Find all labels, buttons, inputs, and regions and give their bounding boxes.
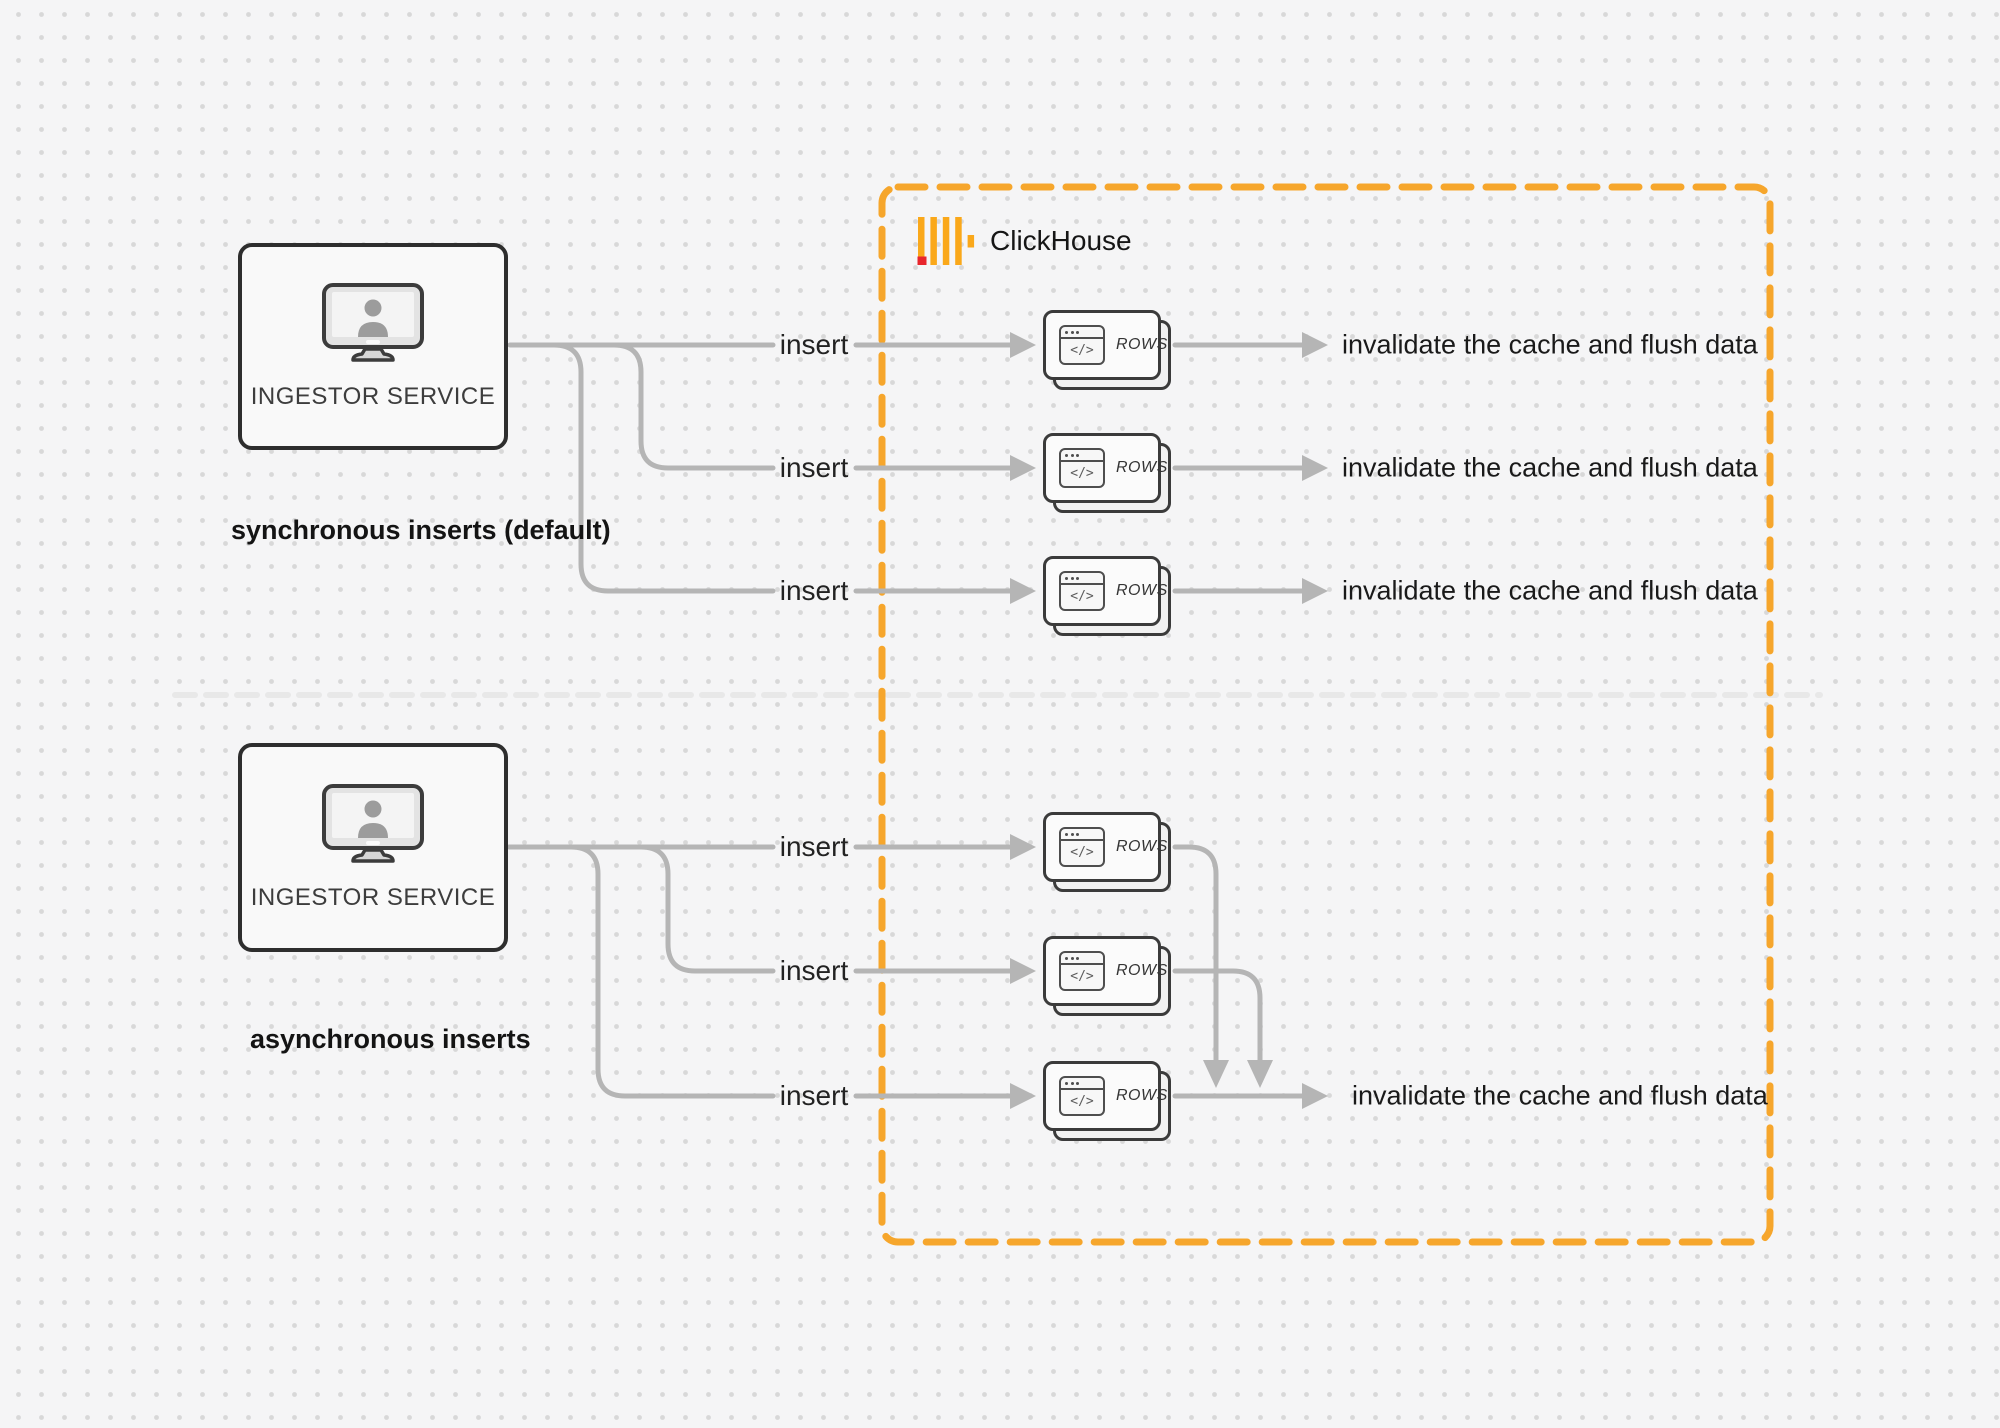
rows-card: </> ROWS xyxy=(1043,310,1167,380)
sync-section-caption: synchronous inserts (default) xyxy=(231,515,611,545)
code-glyph: </> xyxy=(1070,466,1094,481)
result-label: invalidate the cache and flush data xyxy=(1342,575,1758,606)
rows-card-label: ROWS xyxy=(1116,336,1168,353)
arrowhead-down xyxy=(1203,1060,1229,1088)
window-dots xyxy=(1061,327,1103,339)
clickhouse-container-border xyxy=(878,183,1774,1246)
rows-card: </> ROWS xyxy=(1043,433,1167,503)
rows-card: </> ROWS xyxy=(1043,1061,1167,1131)
rows-card-stack: </> ROWS xyxy=(1043,310,1173,392)
window-dots xyxy=(1061,573,1103,585)
ingestor-service-label: INGESTOR SERVICE xyxy=(250,383,496,410)
rows-card-stack: </> ROWS xyxy=(1043,812,1173,894)
arrowhead-right xyxy=(1010,958,1036,984)
rows-card-label: ROWS xyxy=(1116,962,1168,979)
monitor-user-icon xyxy=(322,784,424,863)
code-window-icon: </> xyxy=(1059,571,1105,611)
arrowhead-right xyxy=(1010,1083,1036,1109)
async-card2-merge-line xyxy=(1172,968,1263,1063)
async-card1-merge-line xyxy=(1172,844,1219,1063)
code-window-icon: </> xyxy=(1059,325,1105,365)
insert-label: insert xyxy=(779,1080,849,1111)
clickhouse-logo-icon xyxy=(917,217,975,265)
clickhouse-brand-label: ClickHouse xyxy=(990,225,1132,256)
sync-branch-row3 xyxy=(551,342,776,594)
result-label: invalidate the cache and flush data xyxy=(1342,329,1758,360)
insert-label: insert xyxy=(779,329,849,360)
code-glyph: </> xyxy=(1070,589,1094,604)
arrowhead-right xyxy=(1010,332,1036,358)
rows-card-stack: </> ROWS xyxy=(1043,1061,1173,1143)
rows-card: </> ROWS xyxy=(1043,936,1167,1006)
arrowhead-right xyxy=(1010,455,1036,481)
arrowhead-right xyxy=(1302,1083,1328,1109)
code-glyph: </> xyxy=(1070,969,1094,984)
sync-branch-row2 xyxy=(611,342,776,471)
code-window-icon: </> xyxy=(1059,951,1105,991)
monitor-user-icon xyxy=(322,283,424,362)
code-window-icon: </> xyxy=(1059,827,1105,867)
insert-label: insert xyxy=(779,575,849,606)
insert-label: insert xyxy=(779,955,849,986)
insert-label: insert xyxy=(779,831,849,862)
arrowhead-right xyxy=(1302,455,1328,481)
rows-card-label: ROWS xyxy=(1116,838,1168,855)
ingestor-service-box-async: INGESTOR SERVICE xyxy=(238,743,508,952)
connector-lines xyxy=(506,342,1305,1099)
ingestor-service-label: INGESTOR SERVICE xyxy=(250,884,496,911)
window-dots xyxy=(1061,450,1103,462)
rows-card: </> ROWS xyxy=(1043,556,1167,626)
insert-label: insert xyxy=(779,452,849,483)
result-label: invalidate the cache and flush data xyxy=(1352,1080,1768,1111)
async-branch-row2 xyxy=(638,844,776,974)
arrowhead-right xyxy=(1302,578,1328,604)
code-window-icon: </> xyxy=(1059,448,1105,488)
rows-card: </> ROWS xyxy=(1043,812,1167,882)
result-label: invalidate the cache and flush data xyxy=(1342,452,1758,483)
arrowhead-right xyxy=(1302,332,1328,358)
rows-card-label: ROWS xyxy=(1116,459,1168,476)
async-section-caption: asynchronous inserts xyxy=(250,1024,531,1054)
arrowhead-right xyxy=(1010,834,1036,860)
code-glyph: </> xyxy=(1070,1094,1094,1109)
code-window-icon: </> xyxy=(1059,1076,1105,1116)
async-branch-row3 xyxy=(568,844,776,1099)
ingestor-service-box-sync: INGESTOR SERVICE xyxy=(238,243,508,450)
arrowhead-right xyxy=(1010,578,1036,604)
rows-card-stack: </> ROWS xyxy=(1043,433,1173,515)
window-dots xyxy=(1061,829,1103,841)
rows-card-label: ROWS xyxy=(1116,582,1168,599)
code-glyph: </> xyxy=(1070,343,1094,358)
code-glyph: </> xyxy=(1070,845,1094,860)
window-dots xyxy=(1061,1078,1103,1090)
arrowheads xyxy=(1010,332,1328,1109)
rows-card-label: ROWS xyxy=(1116,1087,1168,1104)
arrowhead-down xyxy=(1247,1060,1273,1088)
window-dots xyxy=(1061,953,1103,965)
rows-card-stack: </> ROWS xyxy=(1043,936,1173,1018)
rows-card-stack: </> ROWS xyxy=(1043,556,1173,638)
